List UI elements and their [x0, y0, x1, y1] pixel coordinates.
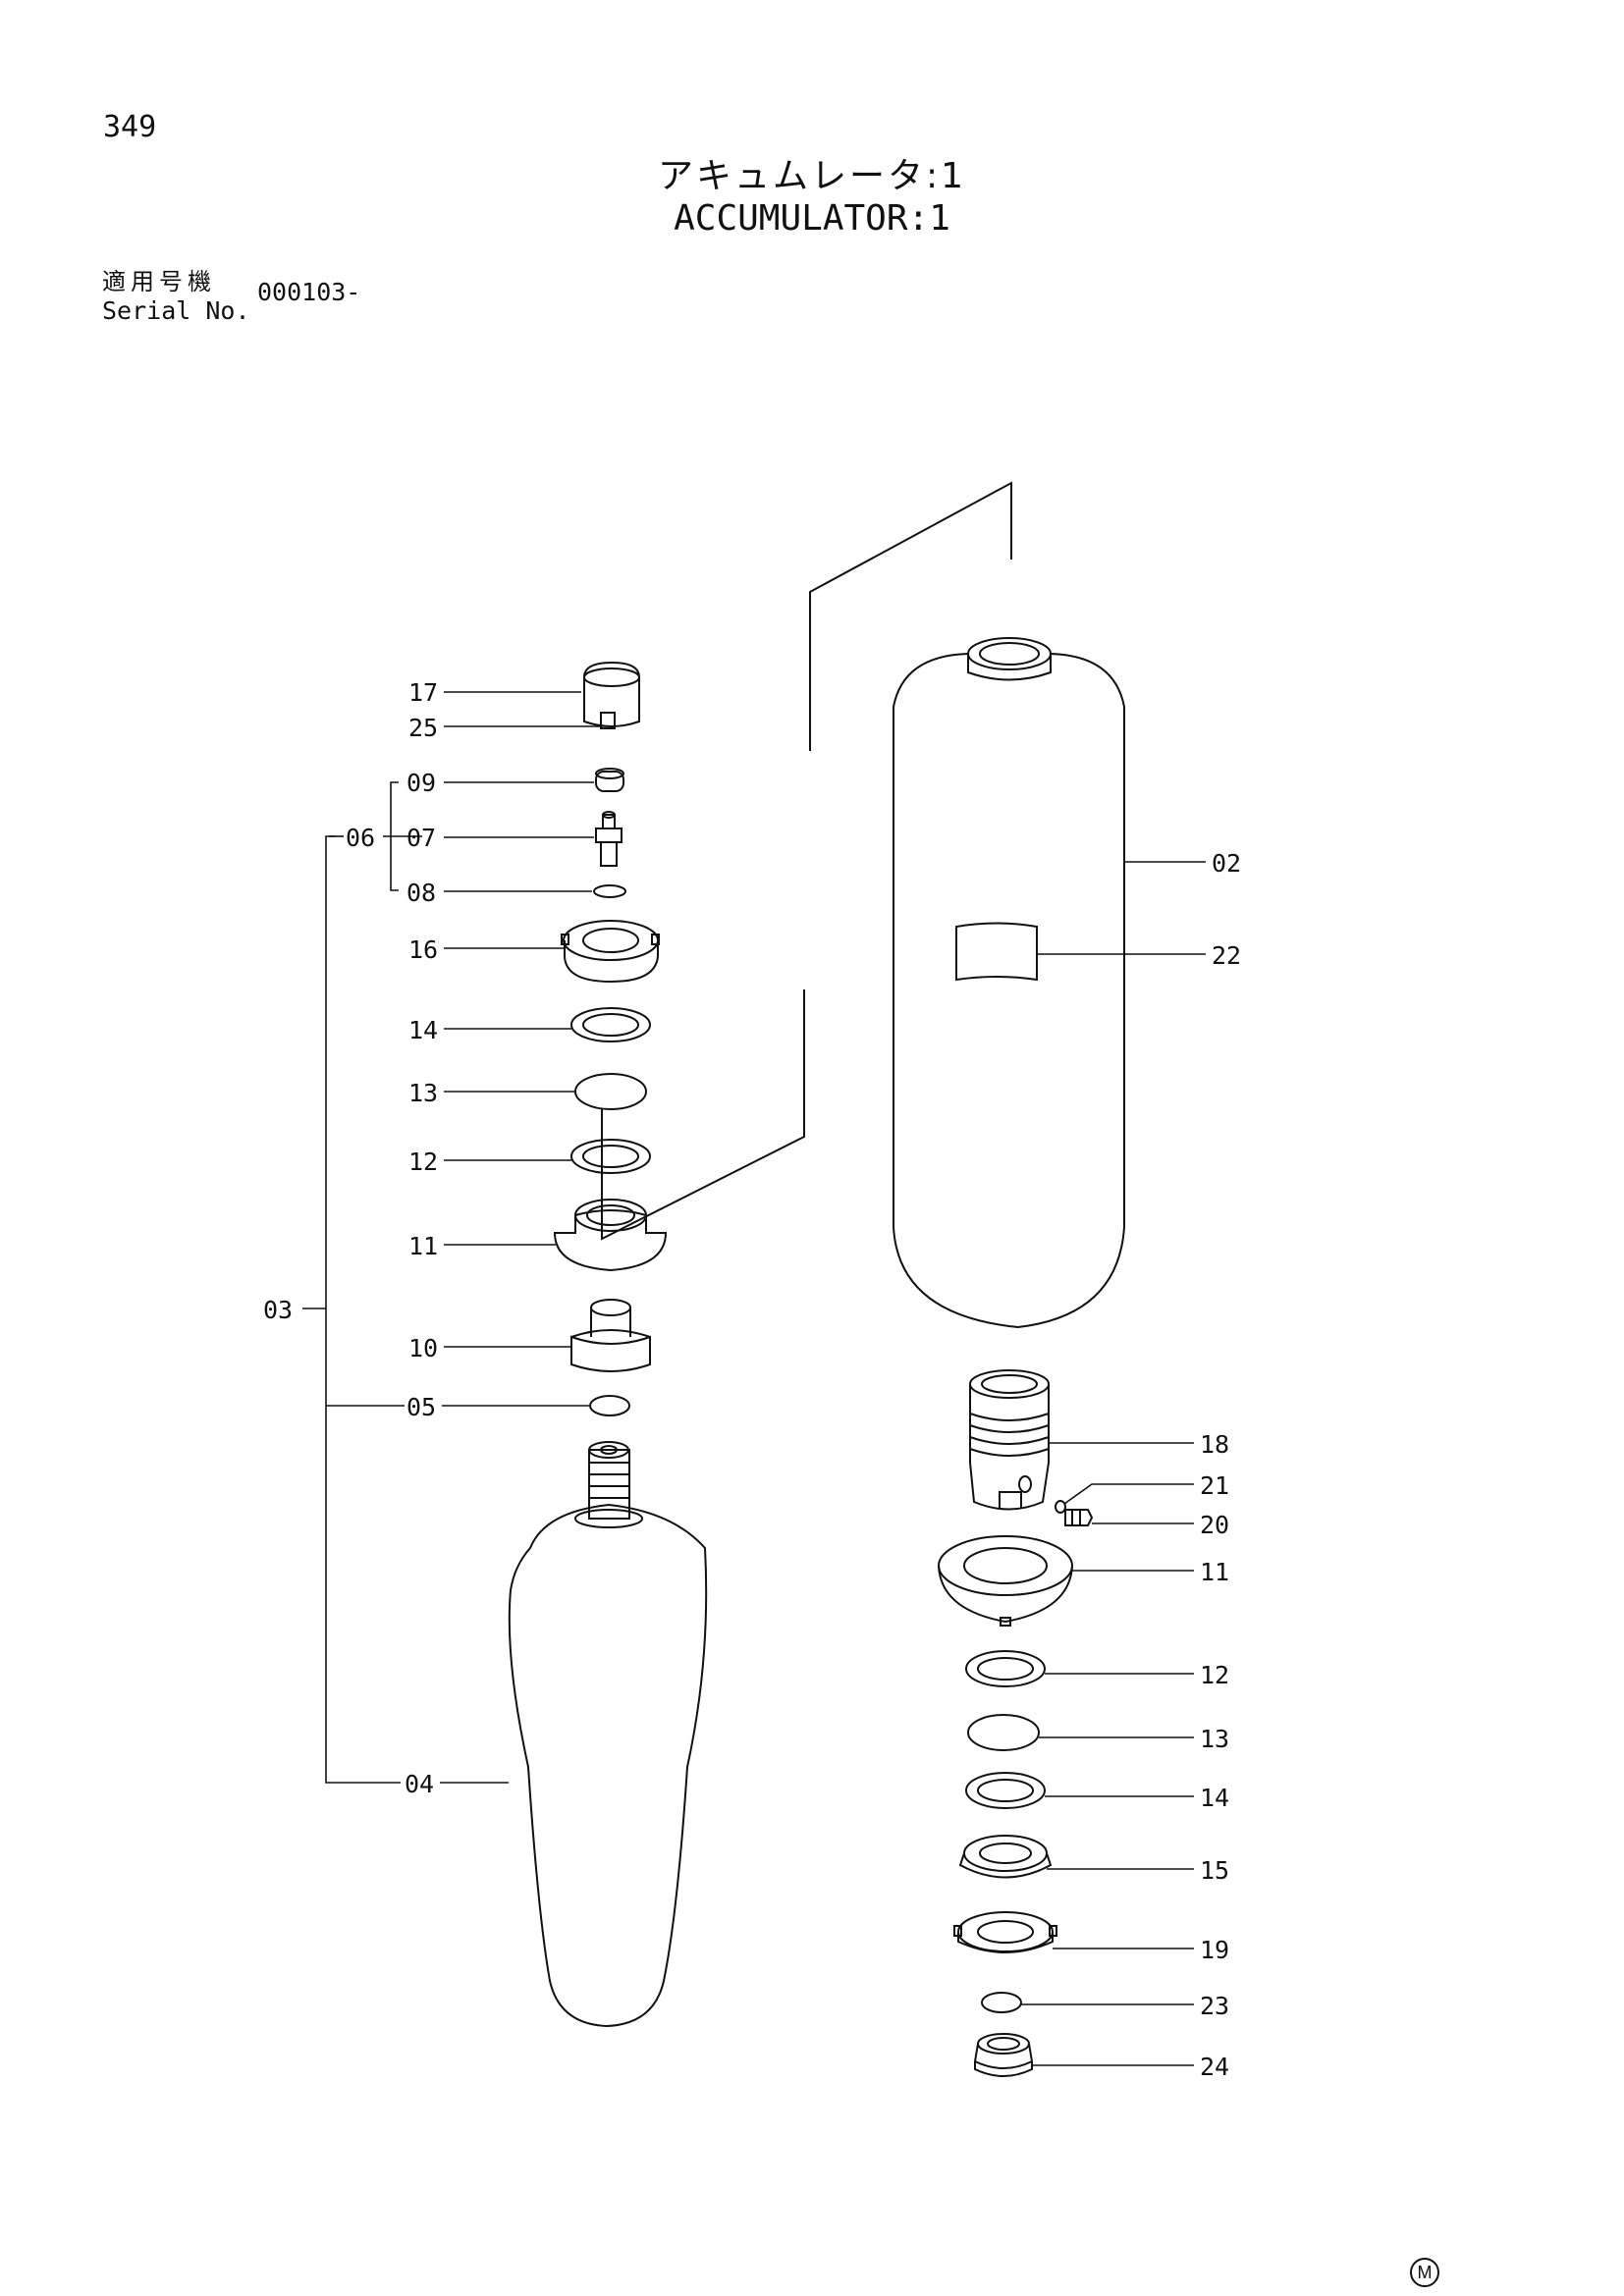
- callout-18: 18: [1200, 1430, 1229, 1459]
- plug-part-09: [595, 768, 624, 792]
- callout-15: 15: [1200, 1856, 1229, 1885]
- ring-part-12: [570, 1139, 651, 1174]
- retainer-part-19: [953, 1911, 1057, 1953]
- shell-part-02: [893, 637, 1125, 1329]
- callout-12: 12: [408, 1148, 438, 1176]
- callout-14-right: 14: [1200, 1784, 1229, 1812]
- callout-03: 03: [263, 1296, 293, 1324]
- serial-label-english: Serial No.: [102, 296, 250, 325]
- callout-20: 20: [1200, 1511, 1229, 1539]
- callout-02: 02: [1212, 849, 1241, 878]
- page-title-english: ACCUMULATOR:1: [674, 198, 950, 239]
- valve-core-part-07: [595, 811, 623, 867]
- ring-part-14: [570, 1007, 651, 1042]
- callout-10: 10: [408, 1334, 438, 1362]
- callout-21: 21: [1200, 1471, 1229, 1500]
- callout-25: 25: [408, 714, 438, 742]
- callout-07: 07: [406, 824, 436, 852]
- callout-17: 17: [408, 678, 438, 707]
- bleed-screw-part-20: [1064, 1509, 1094, 1526]
- callout-22: 22: [1212, 941, 1241, 970]
- leader-lines: [302, 691, 1206, 2066]
- callout-19: 19: [1200, 1936, 1229, 1964]
- callout-05: 05: [406, 1393, 436, 1421]
- callout-08: 08: [406, 879, 436, 907]
- o-ring-part-05: [589, 1395, 630, 1416]
- valve-body-part-18: [969, 1369, 1050, 1511]
- callout-16: 16: [408, 935, 438, 964]
- o-ring-part-08: [593, 884, 626, 898]
- ring-part-14-lower: [965, 1772, 1046, 1809]
- o-ring-part-23: [981, 1992, 1022, 2013]
- callout-11-right: 11: [1200, 1558, 1229, 1586]
- cap-part-24: [973, 2033, 1034, 2077]
- callout-12-right: 12: [1200, 1661, 1229, 1689]
- callout-23: 23: [1200, 1992, 1229, 2020]
- seat-part-11: [553, 1199, 668, 1272]
- retainer-part-16: [561, 920, 660, 984]
- break-lines: [601, 481, 1012, 1241]
- disc-part-13-lower: [967, 1714, 1040, 1751]
- callout-13: 13: [408, 1079, 438, 1107]
- callout-13-right: 13: [1200, 1725, 1229, 1753]
- page-number: 349: [103, 110, 157, 144]
- serial-number-value: 000103-: [257, 278, 361, 306]
- callout-14: 14: [408, 1016, 438, 1044]
- callout-04: 04: [405, 1770, 434, 1798]
- callout-labels: 17 25 09 06 07 08 16 14 13 12 11 03 10 0…: [263, 678, 1241, 2081]
- callout-11: 11: [408, 1232, 438, 1260]
- bleed-plug-part-21: [1055, 1500, 1066, 1514]
- manufacturer-mark: M: [1410, 2258, 1439, 2287]
- bladder-part-04: [508, 1441, 708, 2028]
- ring-part-12-lower: [965, 1650, 1046, 1687]
- seat-part-11-lower: [938, 1535, 1073, 1627]
- cap-part-17: [583, 661, 640, 729]
- serial-label-japanese: 適用号機: [102, 268, 216, 295]
- retainer-part-15: [958, 1835, 1053, 1879]
- page-title-japanese: アキュムレータ:1: [657, 156, 967, 196]
- callout-24: 24: [1200, 2053, 1229, 2081]
- callout-09: 09: [406, 769, 436, 797]
- nut-part-10: [570, 1299, 651, 1372]
- disc-part-13: [574, 1073, 647, 1110]
- label-plate-part-22: [955, 922, 1038, 982]
- callout-06: 06: [346, 824, 375, 852]
